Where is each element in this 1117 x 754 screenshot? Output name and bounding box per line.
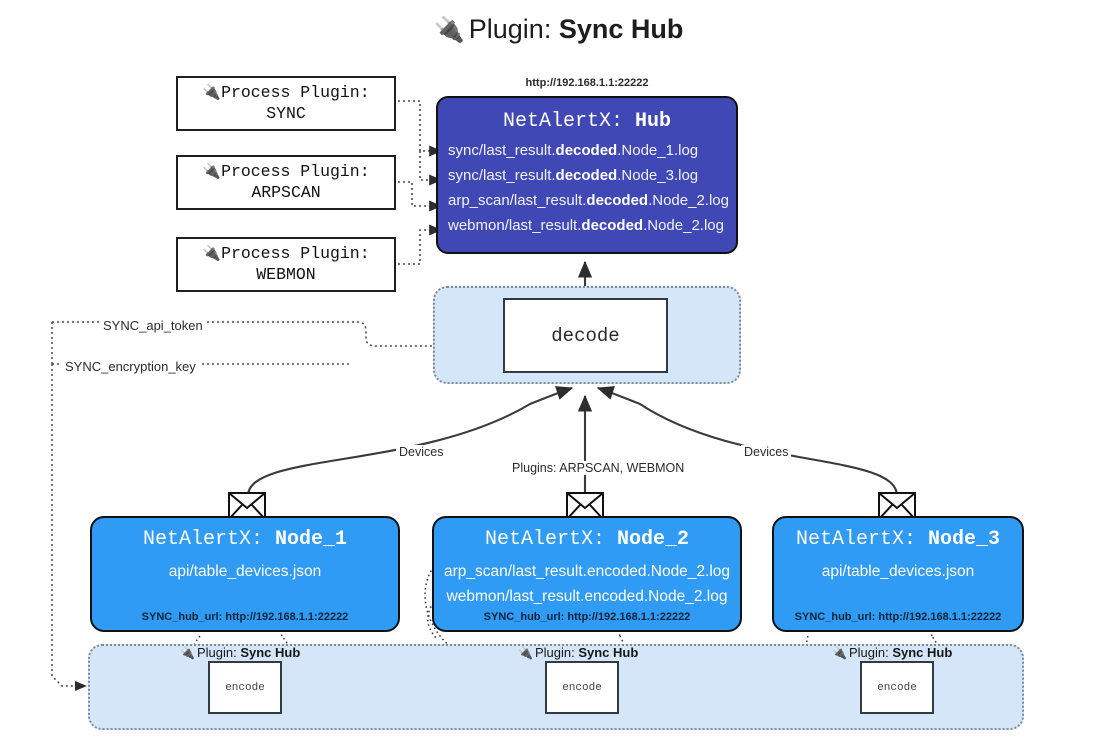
node-3-line: api/table_devices.json bbox=[821, 563, 975, 580]
process-plugin-arpscan[interactable]: 🔌Process Plugin: ARPSCAN bbox=[176, 155, 396, 210]
node-2-name: Node_2 bbox=[617, 528, 690, 551]
plugins-label-middle: Plugins: ARPSCAN, WEBMON bbox=[509, 461, 688, 475]
node-3-hub-url: SYNC_hub_url: http://192.168.1.1:22222 bbox=[794, 611, 1002, 623]
electric-plug-icon: 🔌 bbox=[202, 244, 222, 263]
hub-url-label: http://192.168.1.1:22222 bbox=[525, 77, 649, 89]
devices-label-right: Devices bbox=[741, 445, 792, 459]
encode-box-node-3[interactable]: encode bbox=[860, 661, 934, 714]
node-box-node-2[interactable]: NetAlertX: Node_2 arp_scan/last_result.e… bbox=[432, 516, 742, 632]
node-2-app: NetAlertX: bbox=[484, 528, 605, 551]
process-plugin-webmon-name: WEBMON bbox=[256, 264, 316, 284]
page-title-prefix: Plugin: bbox=[468, 14, 552, 44]
page-title: 🔌Plugin: Sync Hub bbox=[0, 14, 1117, 45]
node-1-lines: api/table_devices.json bbox=[92, 559, 398, 584]
encode-box-node-1[interactable]: encode bbox=[208, 661, 282, 714]
decode-box[interactable]: decode bbox=[503, 298, 668, 373]
process-plugin-sync[interactable]: 🔌Process Plugin: SYNC bbox=[176, 76, 396, 131]
hub-log-list: sync/last_result.decoded.Node_1.log sync… bbox=[438, 139, 736, 239]
node-2-line: arp_scan/last_result.encoded.Node_2.log bbox=[443, 563, 731, 580]
process-plugin-sync-line1: 🔌Process Plugin: bbox=[202, 83, 370, 103]
node-3-title: NetAlertX: Node_3 bbox=[774, 528, 1022, 551]
sync-encryption-key-label: SYNC_encryption_key bbox=[62, 359, 199, 374]
process-plugin-sync-name: SYNC bbox=[266, 103, 306, 123]
hub-name: Hub bbox=[635, 110, 672, 133]
node-3-name: Node_3 bbox=[928, 528, 1001, 551]
envelope-icon bbox=[878, 492, 916, 525]
electric-plug-icon: 🔌 bbox=[202, 162, 222, 181]
hub-log-item: arp_scan/last_result.decoded.Node_2.log bbox=[448, 191, 729, 209]
node-box-node-1[interactable]: NetAlertX: Node_1 api/table_devices.json… bbox=[90, 516, 400, 632]
process-plugin-arpscan-name: ARPSCAN bbox=[251, 182, 321, 202]
node-2-title: NetAlertX: Node_2 bbox=[434, 528, 740, 551]
electric-plug-icon: 🔌 bbox=[202, 83, 222, 102]
encoder-2-caption: 🔌Plugin: Sync Hub bbox=[518, 645, 639, 660]
hub-box[interactable]: NetAlertX: Hub sync/last_result.decoded.… bbox=[436, 96, 738, 254]
node-3-app: NetAlertX: bbox=[795, 528, 916, 551]
hub-app: NetAlertX: bbox=[502, 110, 623, 133]
electric-plug-icon: 🔌 bbox=[433, 16, 465, 44]
node-3-lines: api/table_devices.json bbox=[774, 559, 1022, 584]
node-1-title: NetAlertX: Node_1 bbox=[92, 528, 398, 551]
hub-log-item: sync/last_result.decoded.Node_3.log bbox=[448, 166, 699, 184]
process-plugin-arpscan-line1: 🔌Process Plugin: bbox=[202, 162, 370, 182]
electric-plug-icon: 🔌 bbox=[832, 646, 847, 660]
node-1-app: NetAlertX: bbox=[142, 528, 263, 551]
node-2-hub-url: SYNC_hub_url: http://192.168.1.1:22222 bbox=[483, 611, 691, 623]
electric-plug-icon: 🔌 bbox=[518, 646, 533, 660]
node-1-hub-url: SYNC_hub_url: http://192.168.1.1:22222 bbox=[141, 611, 349, 623]
node-2-lines: arp_scan/last_result.encoded.Node_2.log … bbox=[434, 559, 740, 609]
electric-plug-icon: 🔌 bbox=[180, 646, 195, 660]
hub-log-item: webmon/last_result.decoded.Node_2.log bbox=[448, 216, 724, 234]
encoder-1-caption: 🔌Plugin: Sync Hub bbox=[180, 645, 301, 660]
hub-title: NetAlertX: Hub bbox=[438, 110, 736, 133]
hub-log-item: sync/last_result.decoded.Node_1.log bbox=[448, 142, 699, 159]
node-2-line: webmon/last_result.encoded.Node_2.log bbox=[446, 588, 728, 606]
node-1-name: Node_1 bbox=[275, 528, 348, 551]
process-plugin-webmon[interactable]: 🔌Process Plugin: WEBMON bbox=[176, 237, 396, 292]
page-title-name: Sync Hub bbox=[558, 14, 684, 44]
encode-box-node-2[interactable]: encode bbox=[545, 661, 619, 714]
sync-api-token-label: SYNC_api_token bbox=[100, 318, 206, 333]
encoder-3-caption: 🔌Plugin: Sync Hub bbox=[832, 645, 953, 660]
devices-label-left: Devices bbox=[396, 445, 447, 459]
node-1-line: api/table_devices.json bbox=[168, 563, 322, 580]
process-plugin-webmon-line1: 🔌Process Plugin: bbox=[202, 244, 370, 264]
node-box-node-3[interactable]: NetAlertX: Node_3 api/table_devices.json… bbox=[772, 516, 1024, 632]
